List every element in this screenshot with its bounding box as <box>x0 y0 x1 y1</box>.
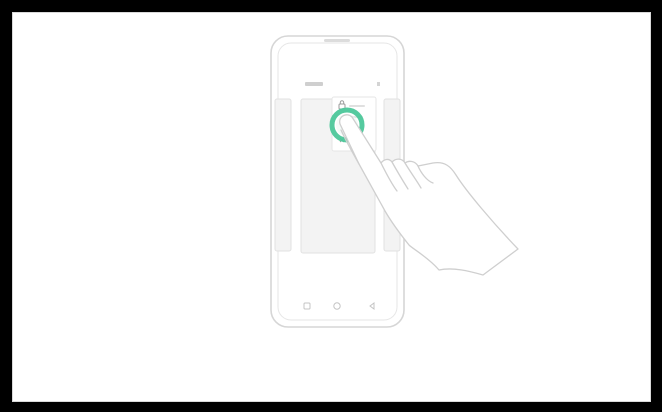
tutorial-illustration <box>13 13 652 403</box>
recent-card-left <box>275 99 291 251</box>
speaker-slot <box>324 39 350 42</box>
illustration-canvas <box>12 12 651 402</box>
app-title-bar <box>305 82 323 86</box>
app-title-dot <box>377 82 380 86</box>
